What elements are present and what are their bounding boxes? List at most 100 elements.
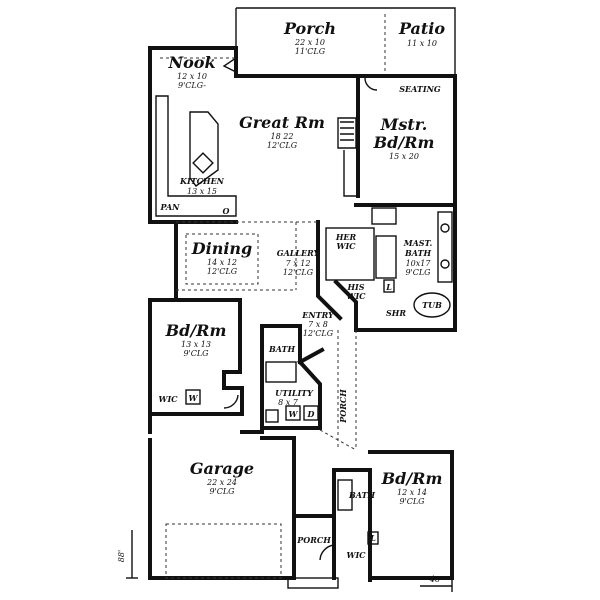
porch-door-swing [319, 544, 335, 561]
gallery-ceiling: 12'CLG [283, 268, 314, 277]
nook-label: Nook [167, 53, 215, 72]
bedroom1-door-swing [223, 394, 239, 409]
utility-w-mark: W [289, 409, 299, 419]
tub-label: TUB [422, 300, 442, 310]
garage-ceiling: 9'CLG [209, 487, 235, 496]
seating-label: SEATING [399, 84, 441, 94]
porch2-label: PORCH [338, 389, 348, 424]
linen-box [383, 279, 395, 293]
porch-label: Porch [283, 19, 336, 38]
fireplace-brick [340, 121, 354, 141]
bedroom1-w-mark: W [189, 393, 199, 403]
kitchen-o-mark: O [223, 206, 230, 216]
bedroom2-ceiling: 9'CLG [399, 497, 425, 506]
tub-icon [413, 292, 451, 318]
entry-west-wall [316, 220, 343, 321]
wic1-label: WIC [158, 394, 178, 404]
sink-icon [440, 259, 450, 269]
bath1-label: BATH [268, 344, 295, 354]
bath2-label: BATH [348, 490, 375, 500]
fixtures [155, 57, 453, 561]
washer-box [185, 389, 201, 405]
bedroom1-size: 13 x 13 [181, 340, 211, 349]
garage-size: 22 x 24 [206, 478, 237, 487]
linen-box [367, 531, 379, 545]
dining-size: 14 x 12 [207, 258, 237, 267]
great-room-label: Great Rm [239, 113, 325, 132]
great-room-size: 18 22 [271, 132, 294, 141]
kitchen-size: 13 x 15 [187, 187, 217, 196]
bedroom1-label: Bd/Rm [165, 321, 227, 340]
bath1-tub [265, 361, 297, 383]
great-room-ceiling: 12'CLG [267, 141, 298, 150]
master-bath-size: 10x17 [406, 259, 432, 268]
depth-dimension: 88' [117, 550, 126, 562]
entry-east-wall [333, 279, 358, 332]
sink-box [265, 409, 279, 423]
bedroom1-walls [148, 298, 244, 416]
gallery-label: GALLERY [277, 248, 321, 258]
master-bath-ceiling: 9'CLG [405, 268, 431, 277]
master-bath-label-line2: BATH [404, 248, 431, 258]
gallery-size: 7 x 12 [286, 259, 311, 268]
garage-label: Garage [190, 459, 254, 478]
nook-door [222, 57, 237, 73]
master-closet-shelf [375, 235, 397, 279]
porch-outline [236, 7, 456, 78]
utility-label: UTILITY [275, 388, 314, 398]
entry-ceiling: 12'CLG [303, 329, 334, 338]
porch-ceiling: 11'CLG [295, 47, 326, 56]
patio-size: 11 x 10 [407, 39, 437, 48]
cooktop-icon [192, 152, 214, 174]
open-plan-lines [160, 57, 357, 451]
garage-door-swing [165, 523, 282, 579]
dryer-box [303, 405, 319, 421]
her-wic-label-line2: WIC [336, 241, 356, 251]
master-size: 15 x 20 [389, 152, 419, 161]
his-wic-label-line2: WIC [346, 291, 366, 301]
toilet-master [371, 207, 397, 225]
bedroom1-ceiling: 9'CLG [183, 349, 209, 358]
shower-label: SHR [386, 308, 406, 318]
exterior-walls [148, 7, 457, 589]
utility-d-mark: D [307, 409, 315, 419]
her-wic-shelf [325, 227, 375, 281]
bath2-tub [337, 479, 353, 511]
bedroom2-walls [368, 450, 454, 580]
porch3-label: PORCH [296, 535, 331, 545]
sink-icon [440, 223, 450, 233]
his-wic-label-line1: HIS [346, 282, 364, 292]
master-label-line2: Bd/Rm [373, 133, 435, 152]
width-dimension: 46' [429, 575, 442, 584]
patio-label: Patio [398, 19, 445, 38]
entry-label: ENTRY [301, 310, 335, 320]
vanity-master [437, 211, 453, 283]
washer-box [285, 405, 301, 421]
kitchen-label: KITCHEN [179, 176, 225, 186]
dining-ceiling-tray [185, 233, 259, 285]
nook-ceiling: 9'CLG- [178, 81, 206, 90]
porch-diag-dash [319, 429, 357, 451]
utility-size: 8 x 7 [278, 398, 299, 407]
garage-walls [148, 412, 296, 580]
fireplace [337, 117, 357, 149]
kitchen-counter [155, 95, 237, 217]
bedroom2-l-mark: L [369, 533, 376, 543]
room-labels: Porch 22 x 10 11'CLG Patio 11 x 10 Nook … [117, 19, 445, 584]
master-l-mark: L [385, 282, 392, 292]
bedroom2-label: Bd/Rm [381, 469, 443, 488]
dining-ceiling: 12'CLG [207, 267, 238, 276]
kitchen-island [189, 111, 219, 187]
wic2-label: WIC [346, 550, 366, 560]
pantry-label: PAN [160, 202, 181, 212]
master-label-line1: Mstr. [380, 115, 428, 134]
nook-size: 12 x 10 [177, 72, 207, 81]
master-door-swing [364, 77, 378, 91]
porch-size: 22 x 10 [294, 38, 325, 47]
master-bath-label-line1: MAST. [403, 238, 433, 248]
utility-walls [260, 359, 322, 430]
bedroom2-size: 12 x 14 [397, 488, 427, 497]
entry-south-stub [297, 347, 325, 365]
porch-steps [287, 577, 339, 589]
